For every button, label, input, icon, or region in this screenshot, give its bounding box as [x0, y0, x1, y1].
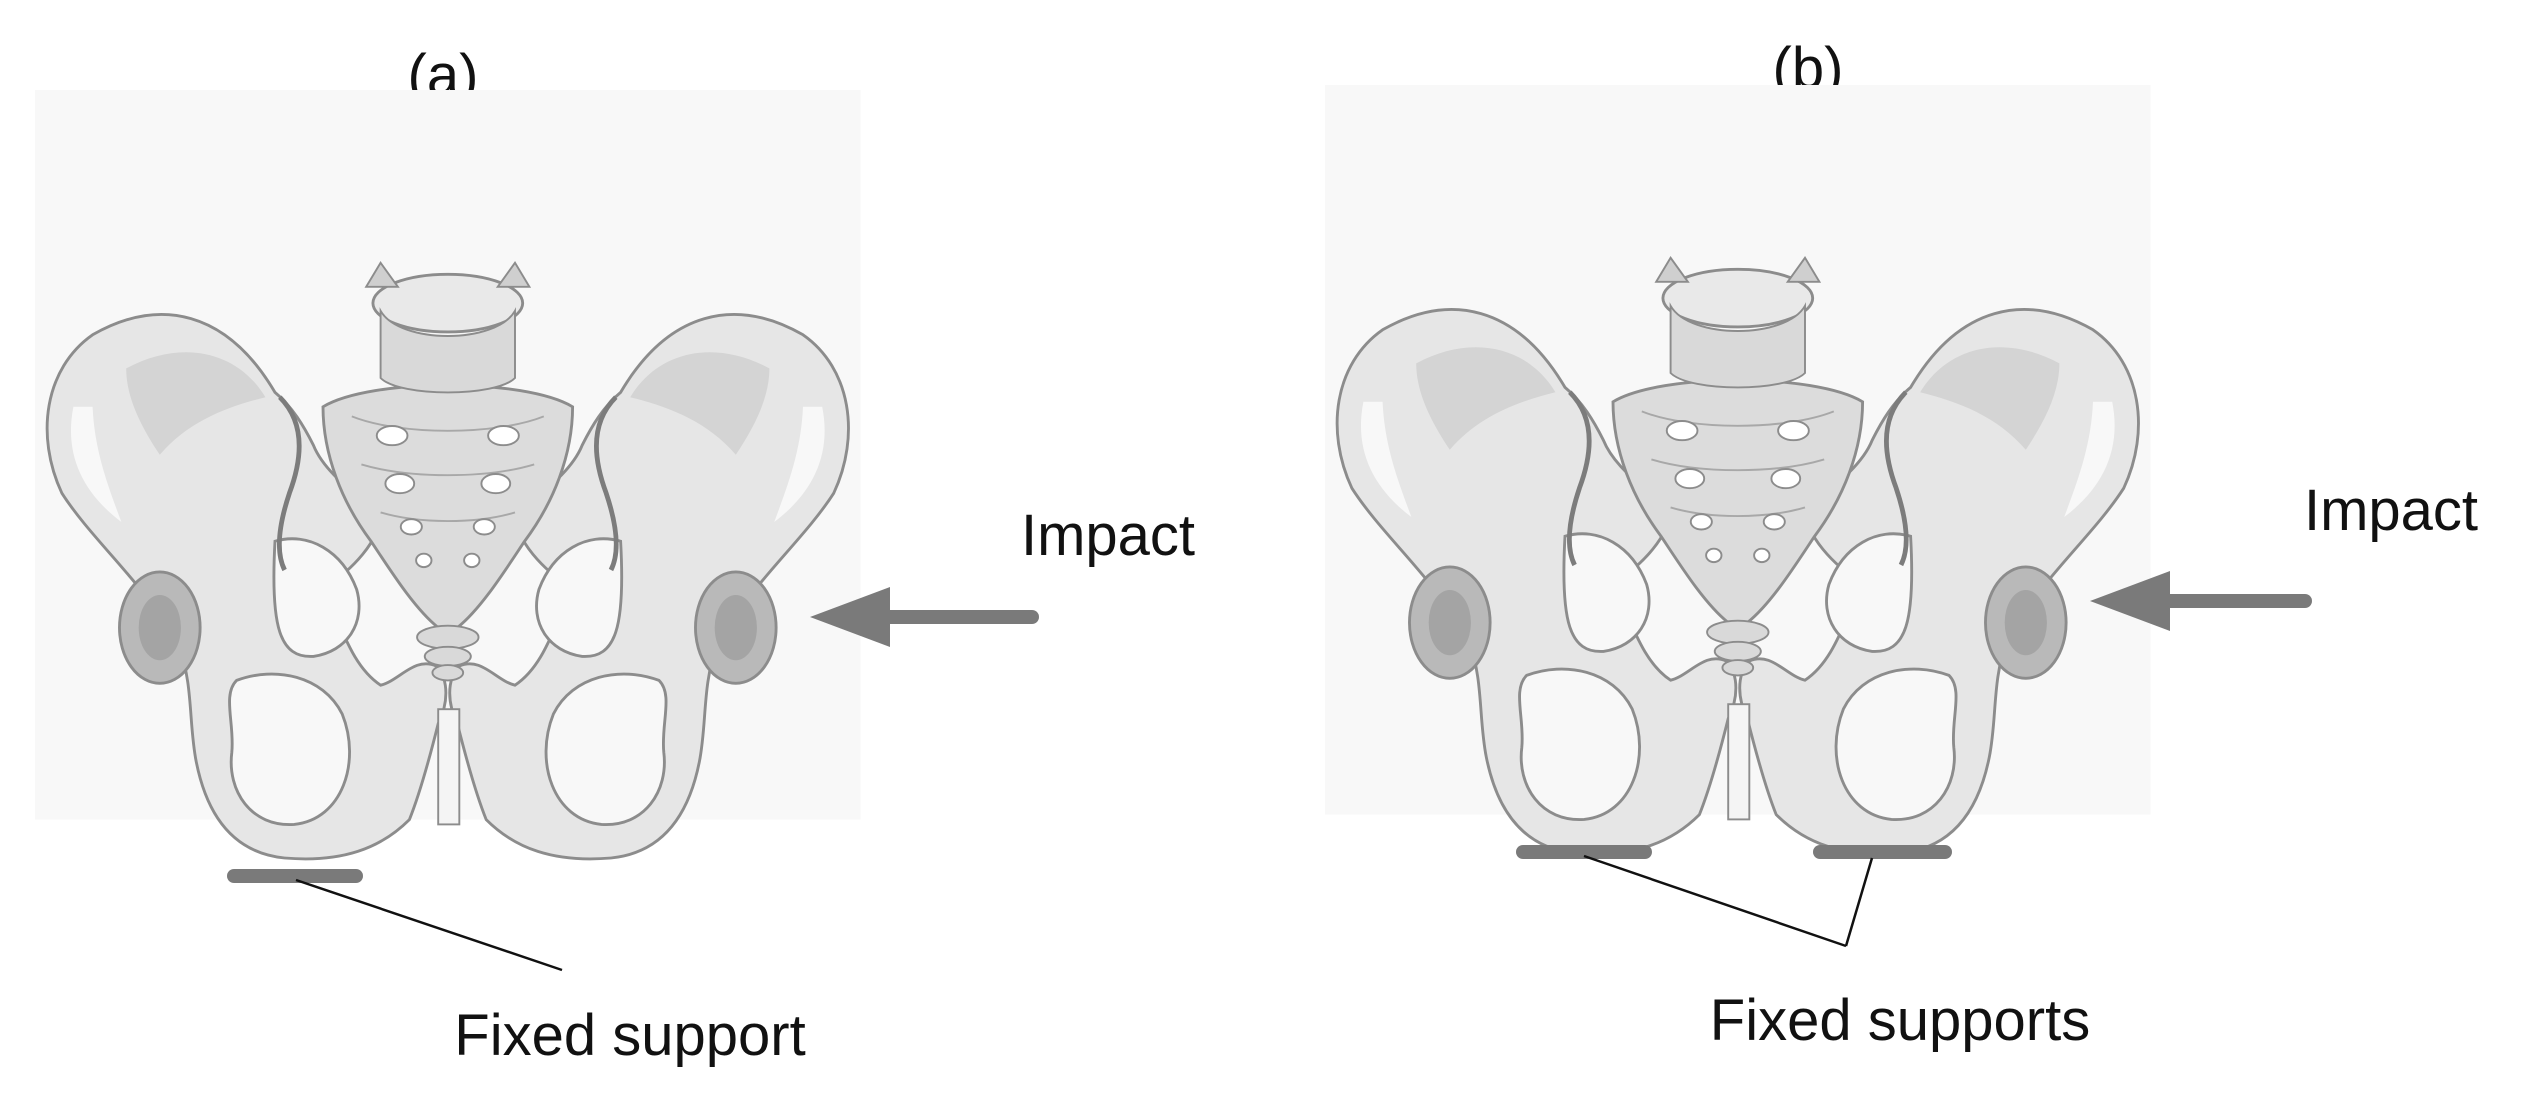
fixed-support-label: Fixed support [454, 1003, 805, 1068]
impact-arrow-b [2090, 571, 2312, 631]
fixed-supports-label: Fixed supports [1710, 988, 2090, 1053]
impact-arrow-a [810, 587, 1039, 647]
panel-b: (b) Impact Fixed supports [1325, 36, 2478, 1053]
support-leader-line-b-right [1844, 857, 1874, 947]
support-leader-line-b-left [1583, 854, 1847, 948]
panel-a: (a) Impact Fixed support [35, 43, 1195, 1068]
pelvis-illustration-a [35, 90, 861, 859]
impact-label-a: Impact [1021, 503, 1195, 568]
impact-label-b: Impact [2304, 478, 2478, 543]
pelvis-illustration-b [1325, 85, 2151, 854]
support-leader-line-a [295, 878, 563, 972]
